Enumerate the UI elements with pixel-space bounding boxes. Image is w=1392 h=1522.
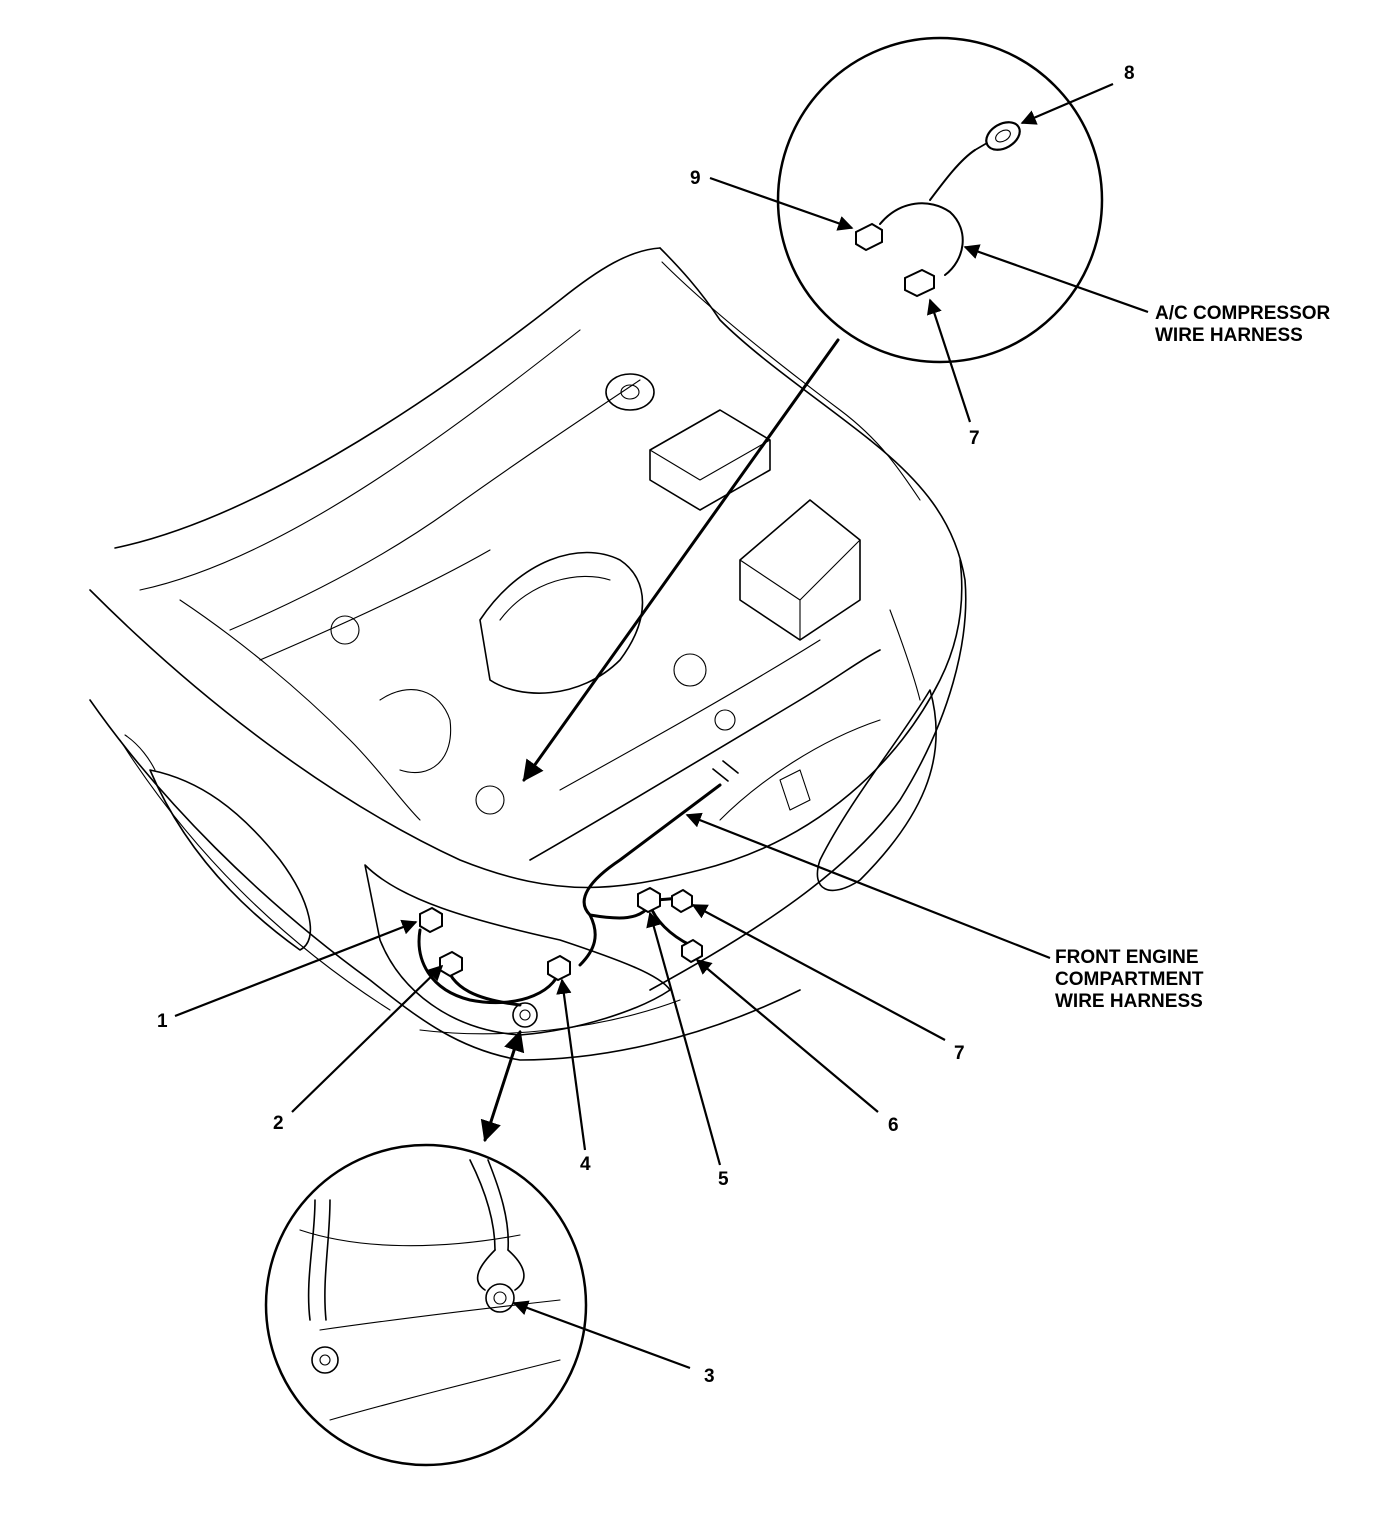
callout-4: 4 bbox=[580, 1154, 591, 1175]
ac-harness-label-line2: WIRE HARNESS bbox=[1155, 325, 1303, 346]
callout-7-lower: 7 bbox=[954, 1043, 965, 1064]
connector-9 bbox=[855, 222, 883, 252]
connector-2 bbox=[439, 950, 463, 978]
vehicle-front-illustration bbox=[89, 247, 967, 1061]
callout-numbers: 1 2 3 4 5 6 7 7 8 9 bbox=[157, 63, 1135, 1387]
leader-lines bbox=[174, 82, 1149, 1370]
connector-7-vehicle bbox=[671, 888, 693, 914]
callout-8: 8 bbox=[1124, 63, 1135, 84]
front-engine-harness-label: FRONT ENGINE COMPARTMENT WIRE HARNESS bbox=[1055, 947, 1204, 1012]
callout-7-upper: 7 bbox=[969, 428, 980, 449]
callout-1: 1 bbox=[157, 1011, 168, 1032]
ground-detail-view bbox=[264, 1030, 588, 1467]
front-harness-label-line2: COMPARTMENT bbox=[1055, 969, 1204, 990]
callout-9: 9 bbox=[690, 168, 701, 189]
vehicle-connectors bbox=[419, 886, 703, 982]
callout-3: 3 bbox=[704, 1366, 715, 1387]
ac-harness-label-line1: A/C COMPRESSOR bbox=[1155, 303, 1331, 324]
front-harness-label-line1: FRONT ENGINE bbox=[1055, 947, 1199, 968]
callout-2: 2 bbox=[273, 1113, 284, 1134]
connector-7-ac bbox=[904, 268, 935, 298]
ground-terminal-8 bbox=[974, 121, 1021, 151]
connector-4 bbox=[547, 954, 571, 982]
connector-6 bbox=[681, 938, 703, 964]
ac-compressor-harness-label: A/C COMPRESSOR WIRE HARNESS bbox=[1155, 303, 1331, 346]
front-harness-label-line3: WIRE HARNESS bbox=[1055, 991, 1203, 1012]
connector-5 bbox=[637, 886, 661, 914]
connector-1 bbox=[419, 906, 443, 934]
ac-compressor-detail-view bbox=[522, 36, 1104, 782]
callout-6: 6 bbox=[888, 1115, 899, 1136]
callout-5: 5 bbox=[718, 1169, 729, 1190]
